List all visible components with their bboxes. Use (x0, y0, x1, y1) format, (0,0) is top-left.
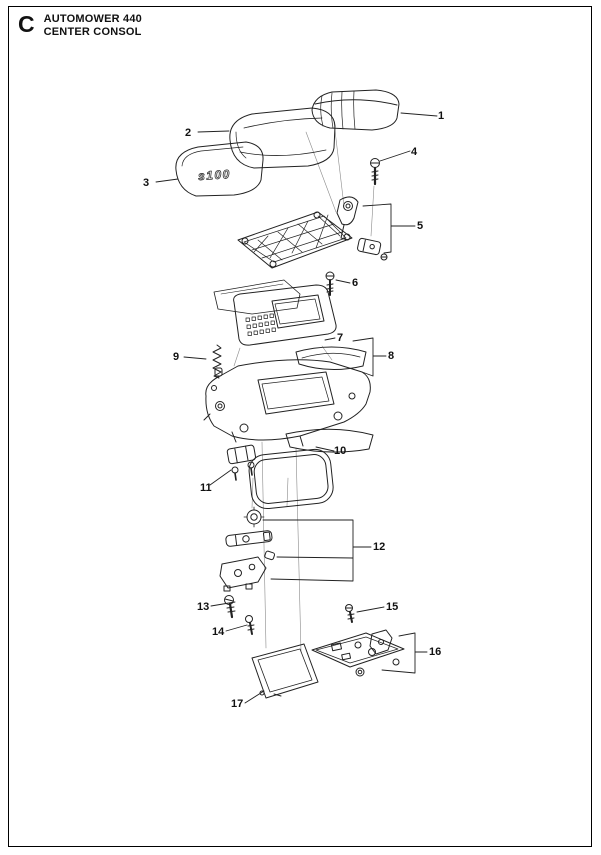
callout-13: 13 (197, 601, 210, 613)
part-3-logo-text: s100 (198, 167, 232, 183)
part-9-spring (212, 344, 222, 379)
title-line-2: CENTER CONSOL (43, 26, 142, 38)
callout-3: 3 (143, 177, 150, 189)
part-15-screw (345, 604, 355, 623)
part-17-plate (251, 643, 319, 699)
callout-11: 11 (200, 482, 212, 494)
part-1-rear-cover (311, 89, 400, 131)
gasket-seal (248, 448, 334, 510)
part-13-screw (224, 595, 236, 619)
callout-10: 10 (334, 445, 347, 457)
page-border (8, 6, 592, 847)
callout-14: 14 (212, 626, 225, 638)
callout-1: 1 (438, 110, 445, 122)
part-3-front-cover: s100 (175, 141, 264, 197)
part-11-clamp (226, 444, 257, 481)
part-14-screw (245, 615, 255, 635)
callout-4: 4 (411, 146, 418, 158)
console-housing (203, 359, 371, 447)
callout-2: 2 (185, 127, 192, 139)
callout-16: 16 (429, 646, 442, 658)
page-title: AUTOMOWER 440 CENTER CONSOL (44, 11, 142, 39)
part-8-frame (295, 346, 367, 371)
callout-15: 15 (386, 601, 399, 613)
header: C AUTOMOWER 440 CENTER CONSOL (18, 11, 142, 39)
part-12-group (219, 506, 276, 592)
section-letter: C (18, 11, 35, 37)
leader-lines (155, 112, 438, 704)
callout-17: 17 (231, 698, 244, 710)
part-2-top-cover (229, 107, 336, 169)
part-5-bracket-assembly (336, 196, 388, 261)
callout-12: 12 (373, 541, 386, 553)
part-7-keypad-membrane (213, 279, 337, 346)
part-10-trim (285, 428, 374, 453)
callout-7: 7 (337, 332, 344, 344)
part-16-pcb-assembly (311, 629, 405, 677)
part-6-screw (325, 271, 335, 296)
callout-5: 5 (417, 220, 424, 232)
part-4-screw (370, 158, 380, 186)
callout-6: 6 (352, 277, 359, 289)
callout-9: 9 (173, 351, 180, 363)
callout-8: 8 (388, 350, 395, 362)
title-line-1: AUTOMOWER 440 (43, 13, 142, 25)
keypad-support-plate (237, 211, 353, 269)
